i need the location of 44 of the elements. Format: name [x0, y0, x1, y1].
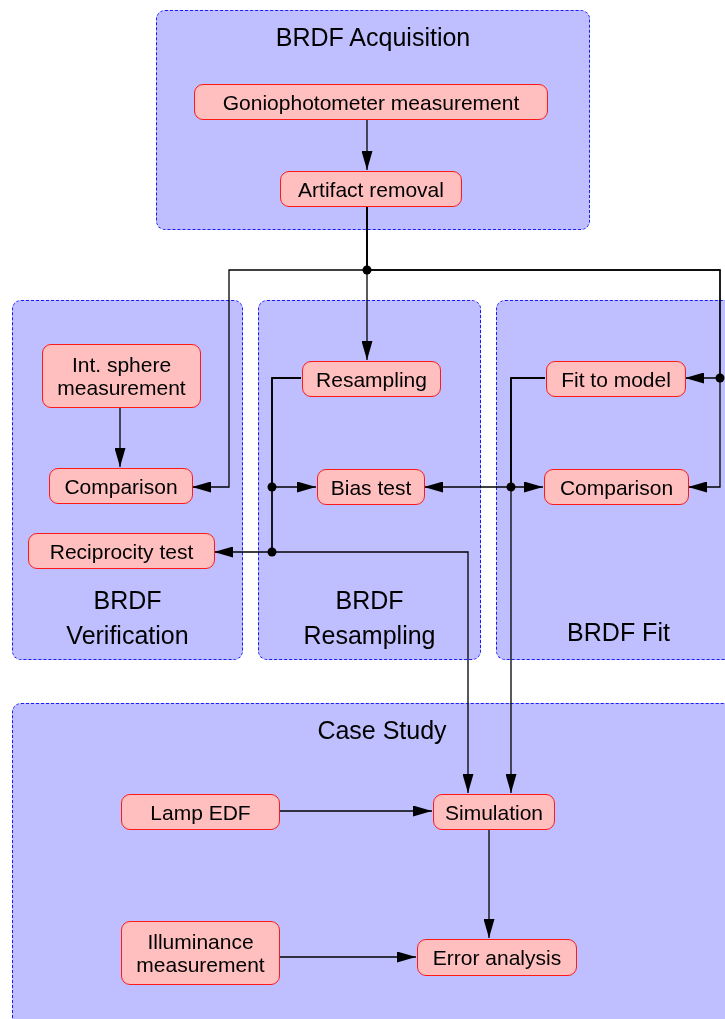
process-label: Illuminance measurement: [135, 930, 266, 976]
process-box: [546, 361, 686, 397]
process-box: [317, 469, 425, 505]
group-panel: [258, 300, 481, 660]
arrow: [505, 377, 546, 794]
group-title: BRDF Acquisition: [274, 22, 472, 53]
process-box: [302, 361, 441, 397]
group-title: BRDF Verification: [65, 585, 190, 651]
arrow: [361, 118, 373, 171]
process-label: Artifact removal: [298, 177, 444, 201]
process-label: Simulation: [444, 800, 544, 824]
group-panel: [496, 300, 725, 660]
arrow: [366, 205, 721, 493]
process-box: [194, 84, 548, 120]
process-box: [121, 921, 280, 985]
group-panel: [12, 300, 243, 660]
process-label: Bias test: [330, 475, 412, 499]
process-box: [544, 469, 689, 505]
arrow: [278, 805, 433, 817]
arrow: [271, 377, 474, 794]
process-label: Fit to model: [561, 367, 671, 391]
group-title: Case Study: [316, 715, 448, 746]
process-box: [433, 794, 555, 830]
process-label: Error analysis: [432, 946, 562, 969]
process-label: Lamp EDF: [150, 800, 251, 824]
arrow: [114, 406, 126, 468]
process-box: [417, 939, 577, 976]
process-label: Comparison: [559, 475, 674, 499]
process-label: Int. sphere measurement: [56, 353, 187, 399]
group-panel: [12, 703, 725, 1019]
process-label: Comparison: [64, 474, 178, 498]
process-box: [28, 533, 215, 569]
process-label: Goniophotometer measurement: [222, 90, 520, 114]
group-title: BRDF Fit: [566, 617, 671, 648]
group-title: BRDF Resampling: [302, 585, 437, 651]
group-panel: [156, 10, 590, 230]
arrow: [483, 828, 495, 939]
process-box: [49, 468, 193, 504]
process-label: Resampling: [316, 367, 427, 391]
process-box: [280, 171, 462, 207]
arrow: [278, 951, 417, 963]
process-box: [42, 344, 201, 408]
process-label: Reciprocity test: [49, 539, 194, 563]
process-box: [121, 794, 280, 830]
